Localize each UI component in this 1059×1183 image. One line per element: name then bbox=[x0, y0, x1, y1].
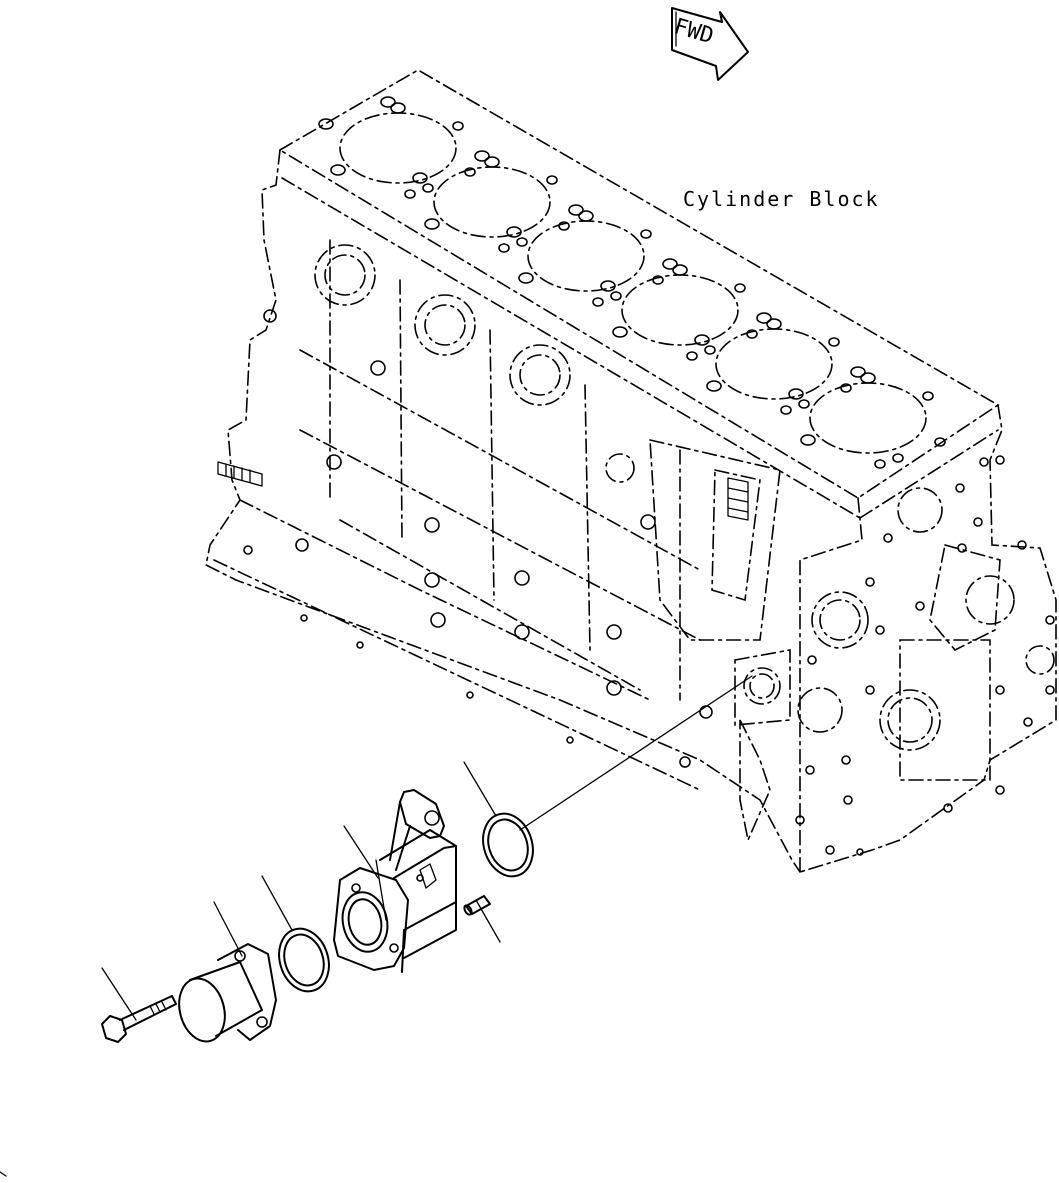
deck-hole bbox=[694, 334, 710, 346]
deck-hole bbox=[498, 243, 510, 253]
deck-hole bbox=[780, 405, 792, 415]
cylinder-bores bbox=[339, 112, 927, 454]
deck-hole bbox=[788, 388, 804, 400]
deck-hole bbox=[652, 275, 664, 285]
cylinder-block bbox=[205, 69, 1057, 873]
deck-hole bbox=[610, 291, 622, 301]
callout-leaders bbox=[101, 675, 753, 1021]
fwd-arrow-icon: FWD bbox=[671, 7, 749, 81]
cylinder-bore-2 bbox=[433, 166, 551, 238]
deck-hole bbox=[746, 329, 758, 339]
deck-hole bbox=[546, 175, 558, 185]
deck-hole bbox=[640, 229, 652, 239]
deck-hole bbox=[558, 221, 570, 231]
cylinder-bore-5 bbox=[715, 328, 833, 400]
deck-hole bbox=[686, 351, 698, 361]
leader-bolt bbox=[101, 967, 137, 1021]
cylinder-bore-3 bbox=[527, 220, 645, 292]
thermostat-housing bbox=[333, 789, 457, 973]
deck-hole bbox=[828, 337, 840, 347]
deck-hole bbox=[672, 264, 688, 276]
deck-hole bbox=[330, 164, 346, 176]
deck-hole bbox=[592, 297, 604, 307]
water-outlet-elbow bbox=[178, 943, 277, 1043]
deck-hole bbox=[484, 156, 500, 168]
deck-hole bbox=[766, 318, 782, 330]
deck-hole bbox=[380, 96, 396, 108]
deck-hole bbox=[424, 218, 440, 230]
deck-hole bbox=[404, 189, 416, 199]
deck-hole bbox=[452, 121, 464, 131]
deck-hole bbox=[934, 437, 946, 447]
cylinder-bore-1 bbox=[339, 112, 457, 184]
cylinder-block-label: Cylinder Block bbox=[683, 187, 880, 211]
deck-hole bbox=[874, 459, 886, 469]
flange-bolt bbox=[101, 995, 177, 1043]
deck-coolant-holes bbox=[318, 96, 946, 469]
cylinder-bore-4 bbox=[621, 274, 739, 346]
deck-hole bbox=[840, 383, 852, 393]
deck-hole bbox=[734, 283, 746, 293]
corner-mark bbox=[0, 1171, 7, 1177]
dowel-pin bbox=[463, 895, 491, 916]
deck-hole bbox=[612, 326, 628, 338]
leader-housing bbox=[343, 825, 379, 879]
leader-elbow bbox=[213, 901, 243, 957]
deck-hole bbox=[412, 172, 428, 184]
leader-pin bbox=[475, 899, 501, 943]
deck-hole bbox=[506, 226, 522, 238]
deck-hole bbox=[798, 399, 810, 409]
deck-hole bbox=[892, 453, 904, 463]
deck-hole bbox=[922, 391, 934, 401]
deck-hole bbox=[318, 118, 334, 130]
deck-hole bbox=[860, 372, 876, 384]
deck-hole bbox=[474, 150, 490, 162]
gasket-ring bbox=[278, 927, 330, 993]
assembly-line bbox=[519, 675, 753, 831]
leader-oring bbox=[463, 761, 497, 817]
leader-gasket bbox=[261, 875, 293, 931]
deck-hole bbox=[662, 258, 678, 270]
deck-hole bbox=[756, 312, 772, 324]
deck-hole bbox=[800, 434, 816, 446]
deck-hole bbox=[422, 183, 434, 193]
deck-hole bbox=[706, 380, 722, 392]
deck-hole bbox=[850, 366, 866, 378]
deck-hole bbox=[568, 204, 584, 216]
deck-hole bbox=[600, 280, 616, 292]
deck-hole bbox=[516, 237, 528, 247]
deck-hole bbox=[578, 210, 594, 222]
large-o-ring bbox=[482, 812, 534, 878]
deck-hole bbox=[464, 167, 476, 177]
cylinder-bore-6 bbox=[809, 382, 927, 454]
deck-hole bbox=[518, 272, 534, 284]
deck-hole bbox=[704, 345, 716, 355]
deck-hole bbox=[390, 102, 406, 114]
